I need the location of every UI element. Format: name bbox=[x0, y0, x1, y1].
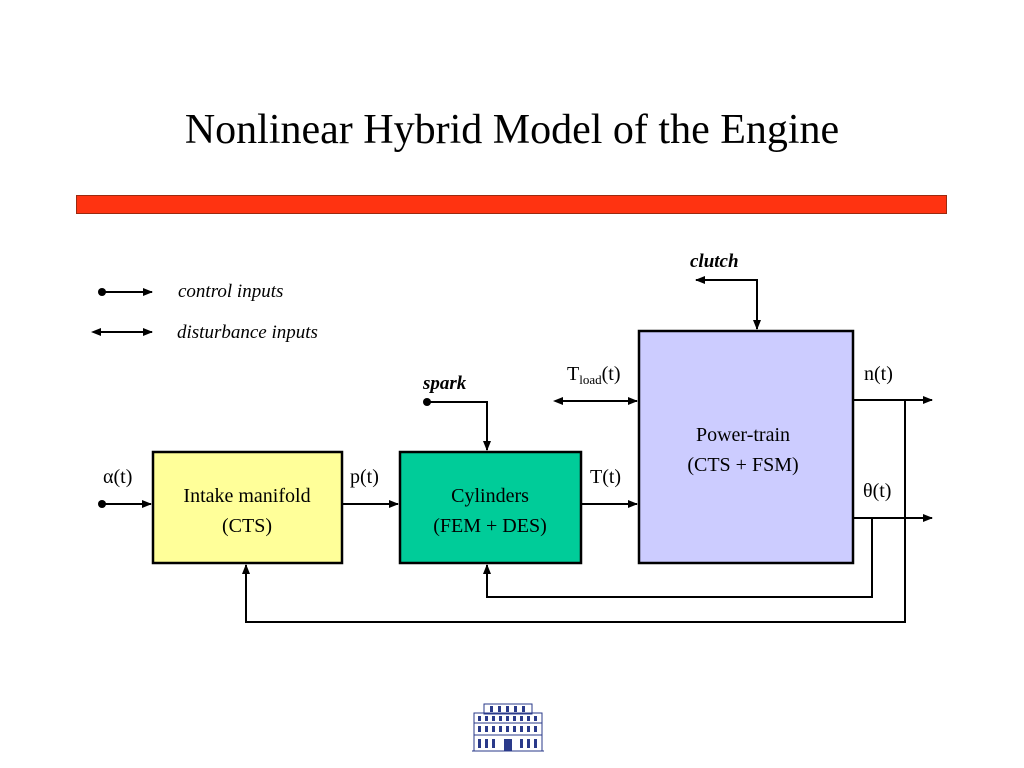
intake-manifold-type: (CTS) bbox=[222, 515, 272, 537]
tload-suffix: (t) bbox=[602, 363, 621, 385]
powertrain-block: Power-train (CTS + FSM) bbox=[637, 329, 855, 565]
pressure-label: p(t) bbox=[350, 466, 379, 488]
legend-control: control inputs bbox=[98, 281, 283, 302]
torque-label: T(t) bbox=[590, 466, 621, 488]
powertrain-label: Power-train bbox=[696, 424, 790, 446]
legend-disturbance-label: disturbance inputs bbox=[177, 322, 318, 343]
feedback-to-cylinders bbox=[483, 518, 873, 598]
tload-label: Tload(t) bbox=[567, 363, 621, 387]
cylinders-type: (FEM + DES) bbox=[433, 515, 547, 537]
cylinders-label: Cylinders bbox=[451, 485, 529, 507]
building-logo-icon bbox=[472, 703, 544, 752]
intake-manifold-label: Intake manifold bbox=[183, 485, 310, 507]
spark-arrow bbox=[427, 401, 491, 451]
powertrain-box bbox=[637, 329, 855, 565]
intake-manifold-block: Intake manifold (CTS) bbox=[151, 450, 344, 565]
intake-manifold-box bbox=[151, 450, 344, 565]
legend-disturbance: disturbance inputs bbox=[91, 322, 318, 343]
cylinders-box bbox=[398, 450, 583, 565]
legend-control-label: control inputs bbox=[178, 281, 283, 302]
title-bar bbox=[76, 195, 947, 214]
alpha-label: α(t) bbox=[103, 466, 132, 488]
theta-label: θ(t) bbox=[863, 480, 891, 502]
clutch-arrow bbox=[696, 279, 761, 330]
tload-subscript: load bbox=[579, 372, 602, 387]
spark-label: spark bbox=[422, 373, 467, 394]
clutch-label: clutch bbox=[690, 251, 739, 272]
tload-main: T bbox=[567, 363, 579, 385]
cylinders-block: Cylinders (FEM + DES) bbox=[398, 450, 583, 565]
slide-title: Nonlinear Hybrid Model of the Engine bbox=[184, 107, 840, 153]
feedback-to-intake bbox=[242, 400, 906, 623]
powertrain-type: (CTS + FSM) bbox=[687, 454, 798, 476]
speed-label: n(t) bbox=[864, 363, 893, 385]
